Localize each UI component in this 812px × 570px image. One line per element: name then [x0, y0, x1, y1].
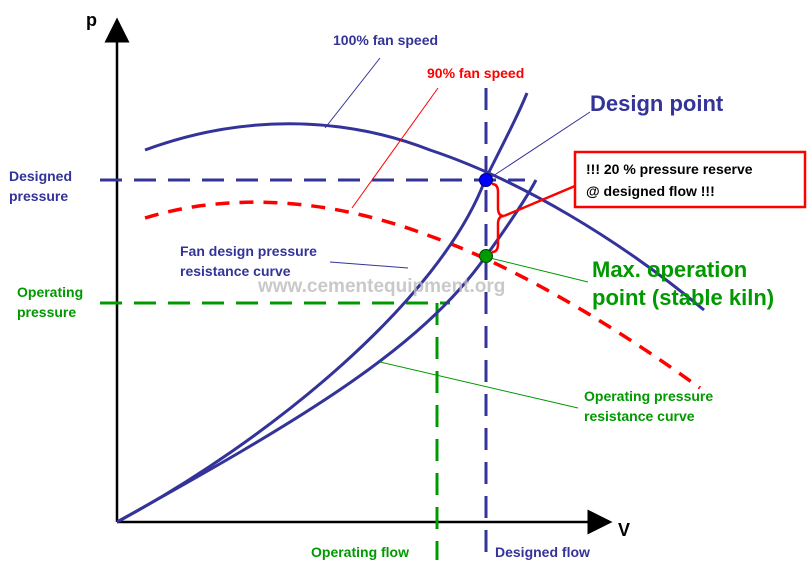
designed-pressure-label-1: Designed [9, 168, 72, 184]
y-axis-label: p [86, 10, 97, 30]
fan-100-curve [144, 122, 705, 312]
max-operation-point-marker [479, 249, 493, 263]
callout-line-2: @ designed flow !!! [586, 183, 715, 199]
callout-connector [503, 184, 576, 218]
fan-100-label: 100% fan speed [333, 32, 438, 48]
watermark: www.cementequipment.org [257, 276, 505, 297]
operating-resistance-leader [379, 361, 579, 409]
pressure-reserve-brace [491, 182, 505, 254]
operating-resistance-label-2: resistance curve [584, 408, 695, 424]
design-point-label: Design point [590, 91, 724, 116]
operating-resistance-curve [116, 179, 538, 524]
fan-90-curve [144, 200, 702, 390]
pressure-reserve-callout-box [573, 150, 807, 209]
design-resistance-label-1: Fan design pressure [180, 243, 317, 259]
designed-flow-label: Designed flow [495, 544, 590, 560]
fan-90-label: 90% fan speed [427, 65, 524, 81]
designed-pressure-label-2: pressure [9, 188, 68, 204]
x-axis-label: V [618, 520, 630, 540]
operating-pressure-label-1: Operating [17, 284, 83, 300]
max-operation-leader [489, 257, 589, 283]
design-resistance-leader [329, 261, 409, 269]
max-operation-label-1: Max. operation [592, 257, 747, 282]
design-point-leader [489, 111, 591, 179]
callout-line-1: !!! 20 % pressure reserve [586, 161, 753, 177]
operating-resistance-label-1: Operating pressure [584, 388, 713, 404]
fan-100-leader [324, 57, 381, 129]
design-resistance-curve [116, 92, 529, 524]
operating-flow-label: Operating flow [311, 544, 409, 560]
operating-pressure-label-2: pressure [17, 304, 76, 320]
design-resistance-label-2: resistance curve [180, 263, 291, 279]
fan-90-leader [351, 87, 439, 209]
max-operation-label-2: point (stable kiln) [592, 285, 774, 310]
design-point-marker [479, 173, 493, 187]
